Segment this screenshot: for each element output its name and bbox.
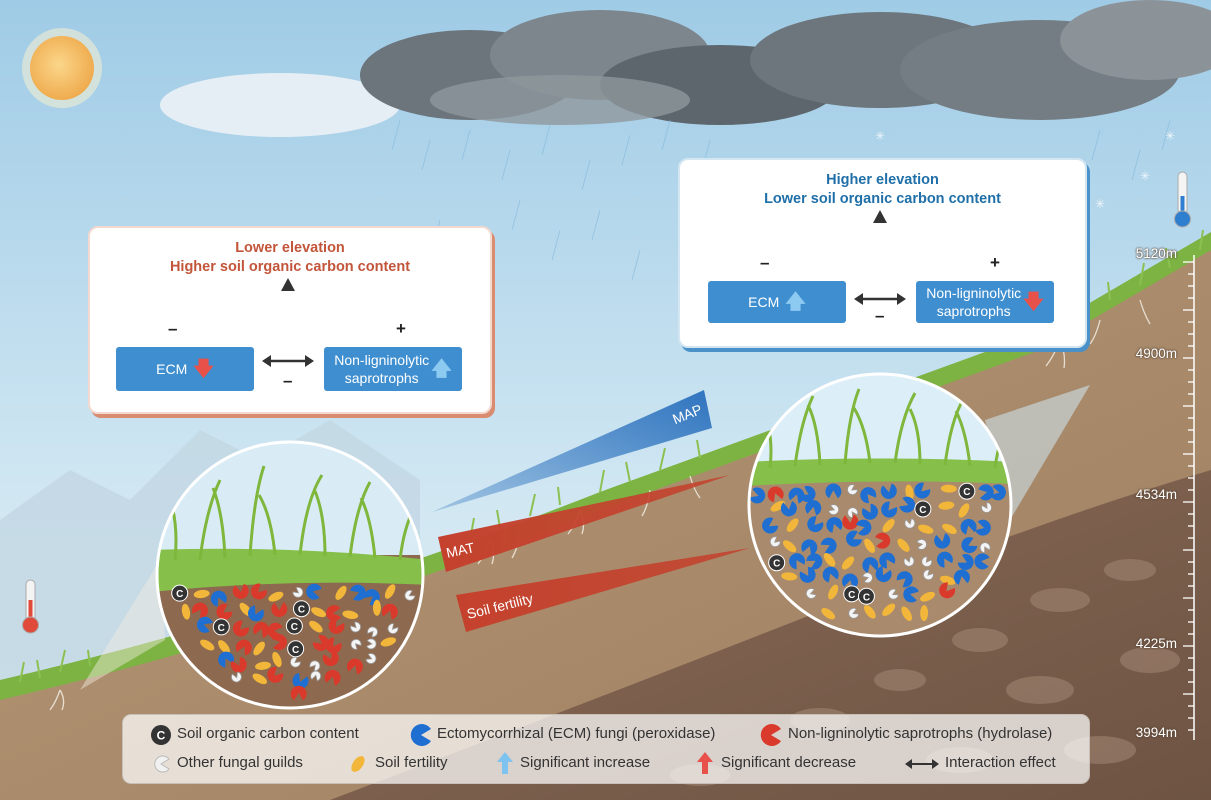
legend-label-ecm: Ectomycorrhizal (ECM) fungi (peroxidase) xyxy=(437,725,716,742)
increase-arrow-icon: 🡅 xyxy=(431,358,452,380)
svg-text:C: C xyxy=(773,559,780,570)
svg-text:C: C xyxy=(291,622,298,633)
decrease-arrow-icon: 🡇 xyxy=(1023,291,1044,313)
legend-label-increase: Significant increase xyxy=(520,754,651,771)
lower-sign-minus: – xyxy=(168,319,178,338)
decrease-arrow-icon xyxy=(697,752,713,774)
higher-ecm-label: ECM xyxy=(748,294,780,310)
elevation-label-4225: 4225m xyxy=(1135,636,1177,651)
ecm-fungi-icon xyxy=(410,724,431,746)
increase-arrow-icon xyxy=(497,752,513,774)
lower-saprotroph-box: Non-ligninolytic saprotrophs 🡅 xyxy=(324,347,462,391)
higher-sign-minus: – xyxy=(760,253,770,272)
svg-text:C: C xyxy=(218,623,225,634)
higher-saprotroph-label-2: saprotrophs xyxy=(936,303,1011,319)
higher-saprotroph-box: Non-ligninolytic saprotrophs 🡇 xyxy=(916,281,1054,323)
lower-panel-title: Lower elevation xyxy=(235,240,345,256)
fertility-gradient-wedge xyxy=(456,548,750,632)
rain-cloud-icon xyxy=(160,0,1211,137)
lower-panel-subtitle: Higher soil organic carbon content xyxy=(169,259,411,275)
lower-sign-plus: + xyxy=(396,319,406,338)
svg-text:✳: ✳ xyxy=(875,129,885,143)
lower-elevation-panel: Lower elevation Higher soil organic carb… xyxy=(88,226,492,414)
up-arrowhead-icon xyxy=(873,210,887,223)
decrease-arrow-icon: 🡇 xyxy=(193,358,214,380)
legend-label-carbon: Soil organic carbon content xyxy=(177,725,359,742)
higher-panel-title: Higher elevation xyxy=(826,172,939,188)
higher-interaction-sign: – xyxy=(875,306,885,325)
elevation-label-4900: 4900m xyxy=(1135,346,1177,361)
svg-text:C: C xyxy=(863,592,870,603)
lower-interaction-sign: – xyxy=(283,371,293,390)
saprotroph-icon xyxy=(760,724,781,746)
increase-arrow-icon: 🡅 xyxy=(785,291,806,313)
interaction-arrow-icon xyxy=(854,292,906,306)
higher-saprotroph-label-1: Non-ligninolytic xyxy=(926,285,1022,301)
cold-thermometer-icon xyxy=(1174,171,1191,228)
svg-text:C: C xyxy=(848,590,855,601)
up-arrowhead-icon xyxy=(281,278,295,291)
interaction-arrow-icon xyxy=(905,759,939,769)
map-gradient-wedge xyxy=(432,390,712,512)
svg-text:C: C xyxy=(919,505,926,516)
legend: C Soil organic carbon content Ectomycorr… xyxy=(122,714,1090,784)
legend-label-decrease: Significant decrease xyxy=(721,754,857,771)
interaction-arrow-icon xyxy=(262,354,314,368)
mat-gradient-wedge xyxy=(438,475,730,572)
elevation-label-3994: 3994m xyxy=(1135,725,1177,740)
legend-label-saprotroph: Non-ligninolytic saprotrophs (hydrolase) xyxy=(788,725,1053,742)
legend-label-interaction: Interaction effect xyxy=(945,754,1056,771)
svg-text:C: C xyxy=(157,729,166,743)
svg-text:✳: ✳ xyxy=(1140,169,1150,183)
elevation-label-5120: 5120m xyxy=(1135,246,1177,261)
sun-icon xyxy=(22,28,102,108)
svg-text:✳: ✳ xyxy=(1095,197,1105,211)
carbon-icon: C xyxy=(151,725,171,745)
other-guild-icon xyxy=(154,755,170,773)
warm-thermometer-icon xyxy=(22,579,39,634)
lower-ecm-label: ECM xyxy=(156,361,188,377)
svg-text:C: C xyxy=(176,589,183,600)
lower-ecm-box: ECM 🡇 xyxy=(116,347,254,391)
svg-text:C: C xyxy=(298,605,305,616)
higher-panel-subtitle: Lower soil organic carbon content xyxy=(764,191,1001,207)
legend-label-fertility: Soil fertility xyxy=(375,754,448,771)
svg-text:✳: ✳ xyxy=(1165,129,1175,143)
lower-saprotroph-label-1: Non-ligninolytic xyxy=(334,352,430,368)
lower-saprotroph-label-2: saprotrophs xyxy=(344,370,419,386)
higher-elevation-panel: Higher elevation Lower soil organic carb… xyxy=(678,158,1087,348)
higher-ecm-box: ECM 🡅 xyxy=(708,281,846,323)
fertility-icon xyxy=(351,756,365,772)
svg-text:C: C xyxy=(292,645,299,656)
svg-text:C: C xyxy=(963,487,970,498)
higher-sign-plus: + xyxy=(990,253,1000,272)
legend-label-other: Other fungal guilds xyxy=(177,754,303,771)
elevation-label-4534: 4534m xyxy=(1135,487,1177,502)
